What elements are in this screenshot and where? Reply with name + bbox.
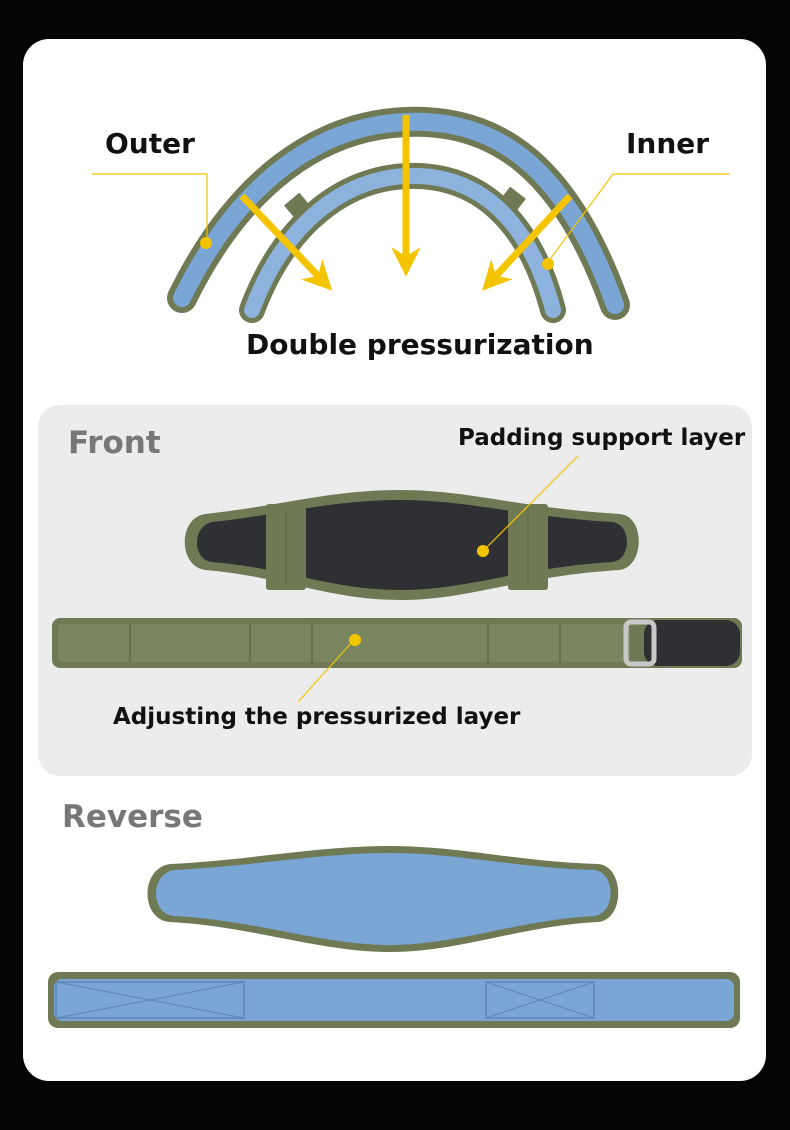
inner-label: Inner (626, 127, 710, 160)
front-section-title: Front (68, 425, 161, 461)
adjusting-pressurized-strap (52, 618, 742, 668)
reverse-padding-belt (147, 846, 619, 952)
inner-callout (542, 173, 730, 270)
adjust-callout (297, 634, 361, 703)
padding-support-label: Padding support layer (458, 425, 746, 451)
reverse-strap (48, 972, 740, 1028)
adjusting-layer-label: Adjusting the pressurized layer (113, 704, 521, 730)
padding-callout (477, 455, 579, 557)
outer-callout (92, 173, 212, 249)
double-pressurization-label: Double pressurization (246, 328, 594, 361)
padding-support-layer-belt (184, 490, 639, 600)
outer-label: Outer (105, 127, 195, 160)
pressure-arrows (239, 115, 573, 291)
reverse-section-title: Reverse (62, 799, 203, 835)
